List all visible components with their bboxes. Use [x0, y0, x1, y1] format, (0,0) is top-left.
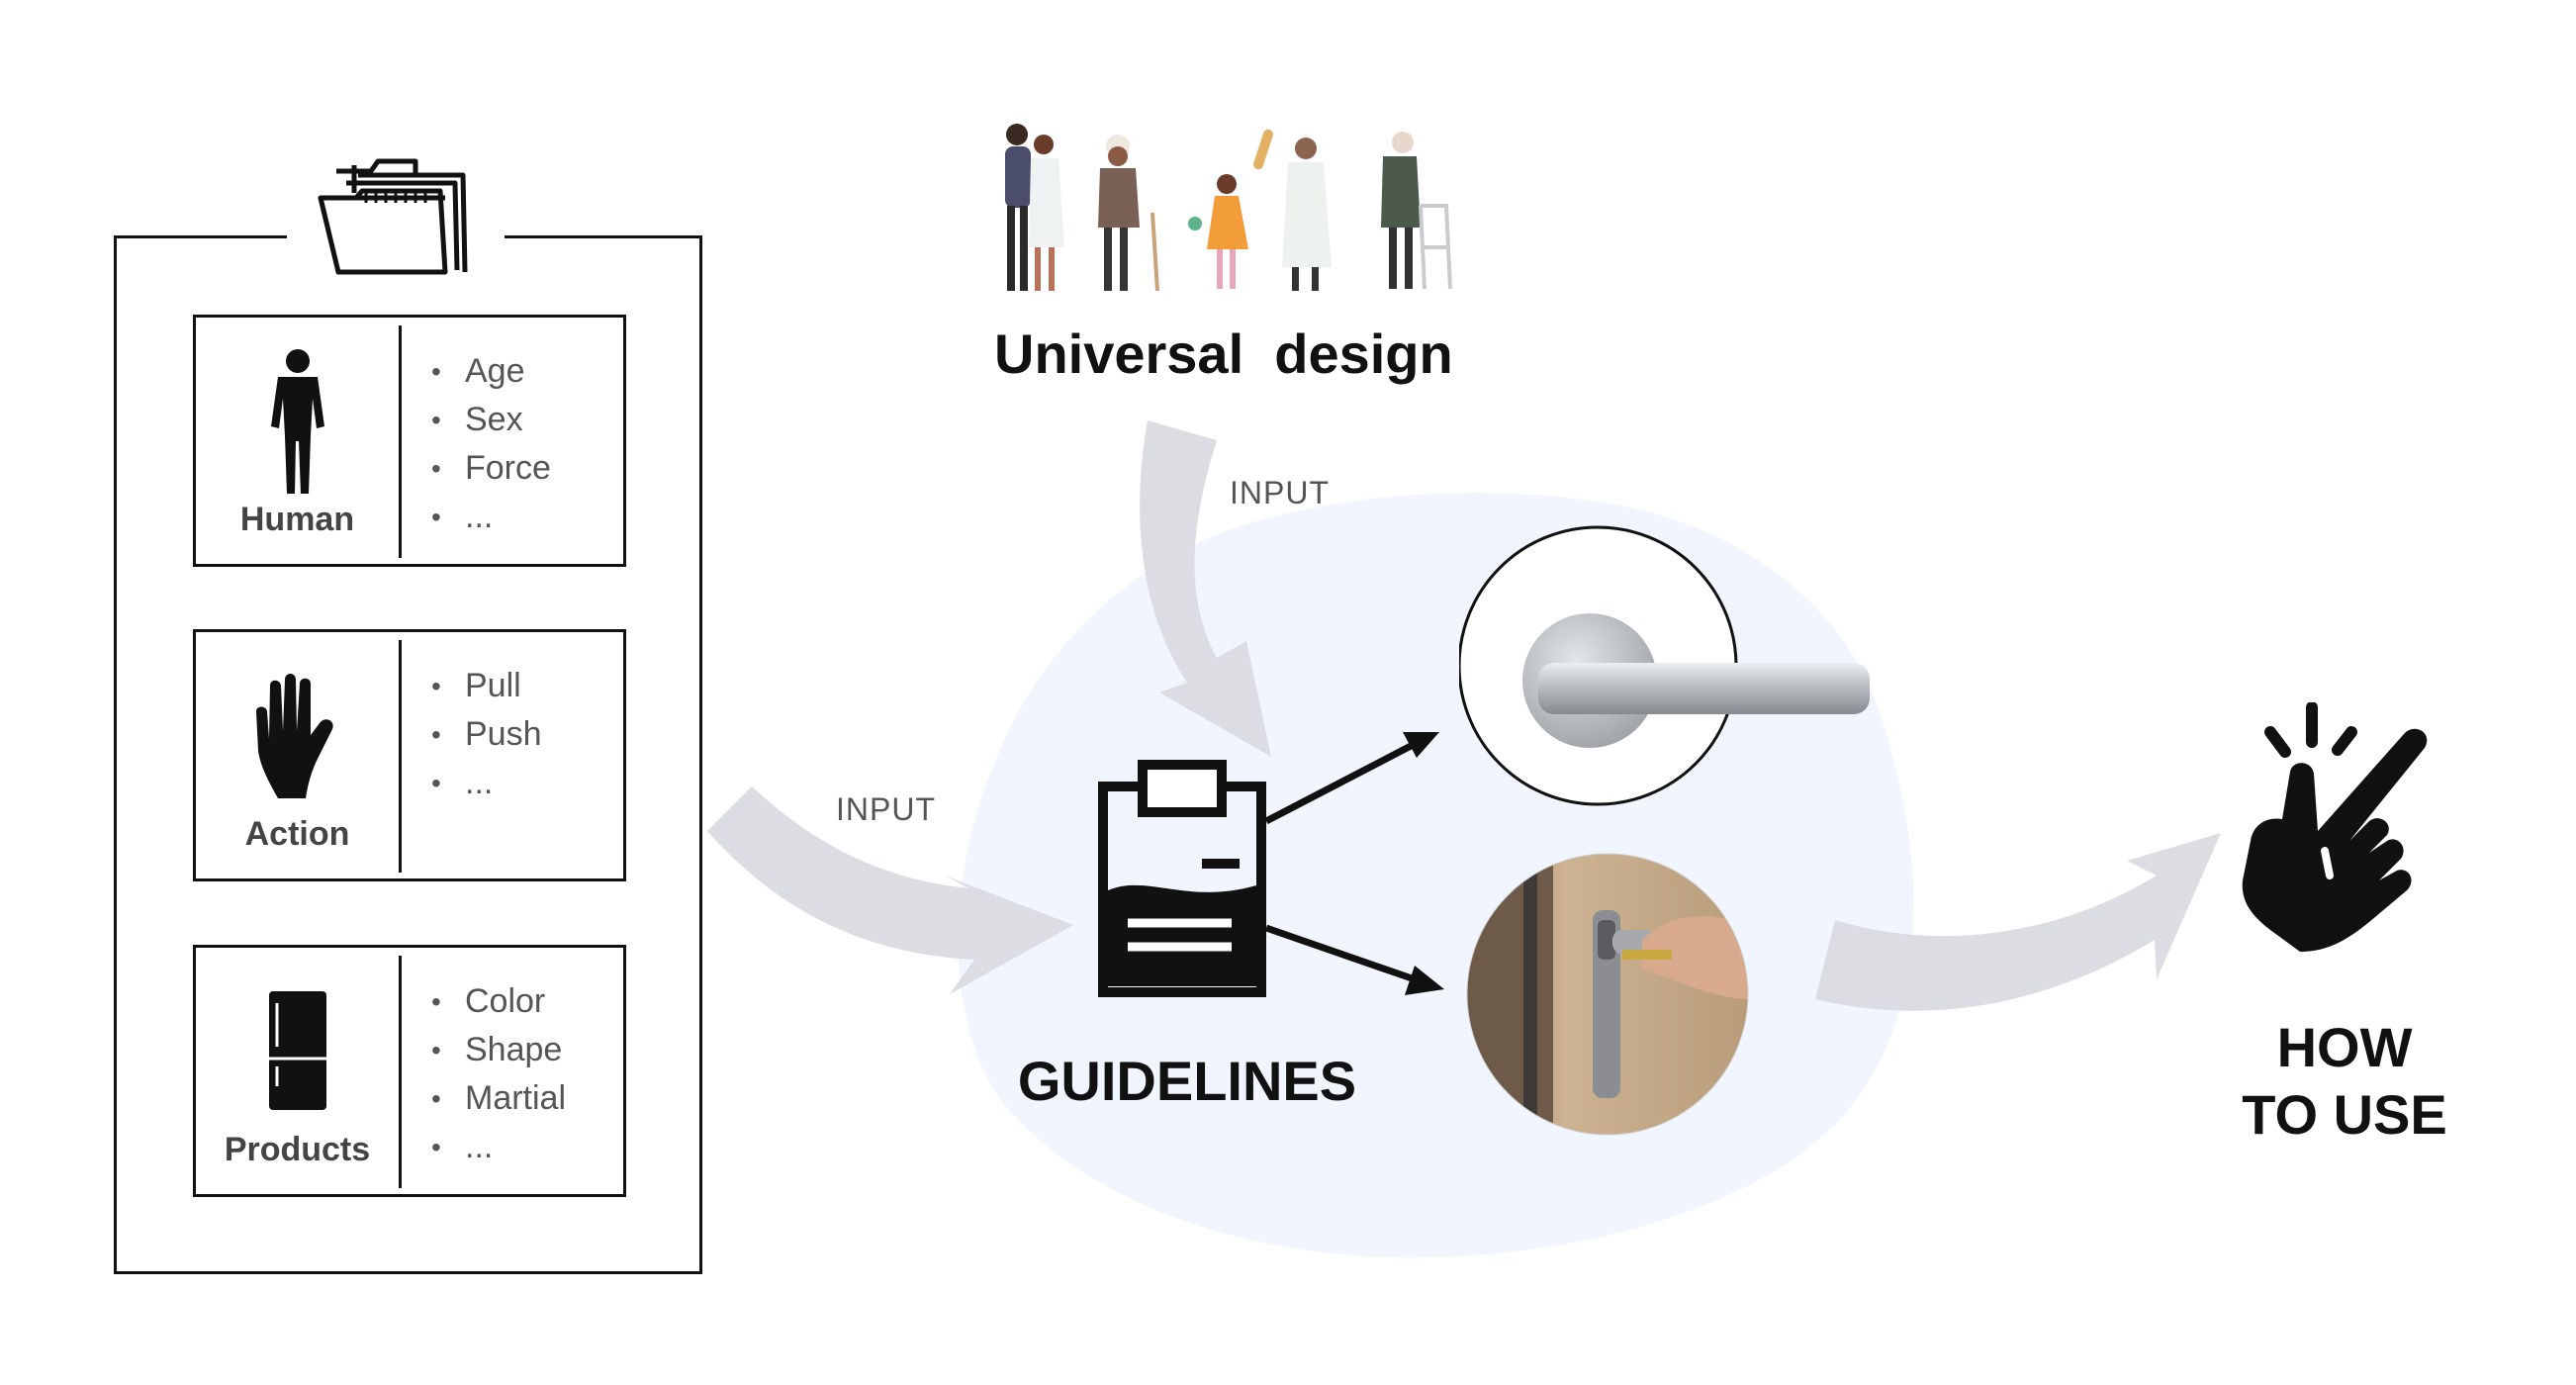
- list-item: Martial: [431, 1074, 566, 1123]
- list-item: Sex: [431, 396, 551, 444]
- arrow-to-lock-photo: [1264, 924, 1417, 983]
- list-item: Age: [431, 347, 551, 396]
- how-to-use-line2: TO USE: [2242, 1083, 2447, 1146]
- list-item: Shape: [431, 1026, 566, 1074]
- list-item: ...: [431, 759, 542, 807]
- list-item: Force: [431, 444, 551, 493]
- how-to-use-line1: HOW: [2276, 1016, 2413, 1078]
- diverse-people-illustration: [1005, 124, 1452, 292]
- attribute-list: Color Shape Martial ...: [431, 977, 566, 1171]
- door-lock-key-photo: [1466, 853, 1749, 1136]
- category-human: Human Age Sex Force ...: [193, 315, 626, 567]
- guidelines-title: GUIDELINES: [1017, 1050, 1357, 1112]
- hand-icon: [196, 657, 399, 815]
- arrow-to-lever-photo: [1264, 740, 1417, 825]
- input-label-top: INPUT: [1230, 475, 1330, 510]
- output-arrow-right: [1815, 833, 2221, 1011]
- list-item: ...: [431, 1123, 566, 1171]
- category-label: Human: [239, 501, 355, 538]
- input-arrow-left: [707, 786, 1073, 994]
- category-label: Products: [224, 1131, 371, 1168]
- input-label-left: INPUT: [836, 791, 936, 827]
- open-folder-icon: [318, 158, 468, 275]
- frame-gap: [287, 228, 505, 247]
- tap-gesture-icon: [2242, 702, 2428, 952]
- list-item: Pull: [431, 662, 542, 710]
- lever-door-handle-photo: [1459, 525, 1870, 806]
- category-products: Products Color Shape Martial ...: [193, 945, 626, 1197]
- category-action: Action Pull Push ...: [193, 629, 626, 881]
- category-divider: [399, 640, 402, 873]
- input-arrow-top: [1140, 420, 1271, 757]
- attribute-list: Pull Push ...: [431, 662, 542, 807]
- clipboard-document-icon: [1098, 760, 1266, 997]
- category-divider: [399, 956, 402, 1188]
- category-label: Action: [244, 815, 350, 853]
- category-divider: [399, 325, 402, 558]
- how-to-use-title: HOW TO USE: [2176, 1014, 2513, 1149]
- person-silhouette-icon: [196, 342, 399, 501]
- list-item: Push: [431, 710, 542, 759]
- universal-design-title: Universal design: [994, 323, 1453, 385]
- attribute-list: Age Sex Force ...: [431, 347, 551, 541]
- refrigerator-icon: [196, 972, 399, 1131]
- example-arrows: [1264, 732, 1444, 995]
- list-item: Color: [431, 977, 566, 1026]
- list-item: ...: [431, 493, 551, 541]
